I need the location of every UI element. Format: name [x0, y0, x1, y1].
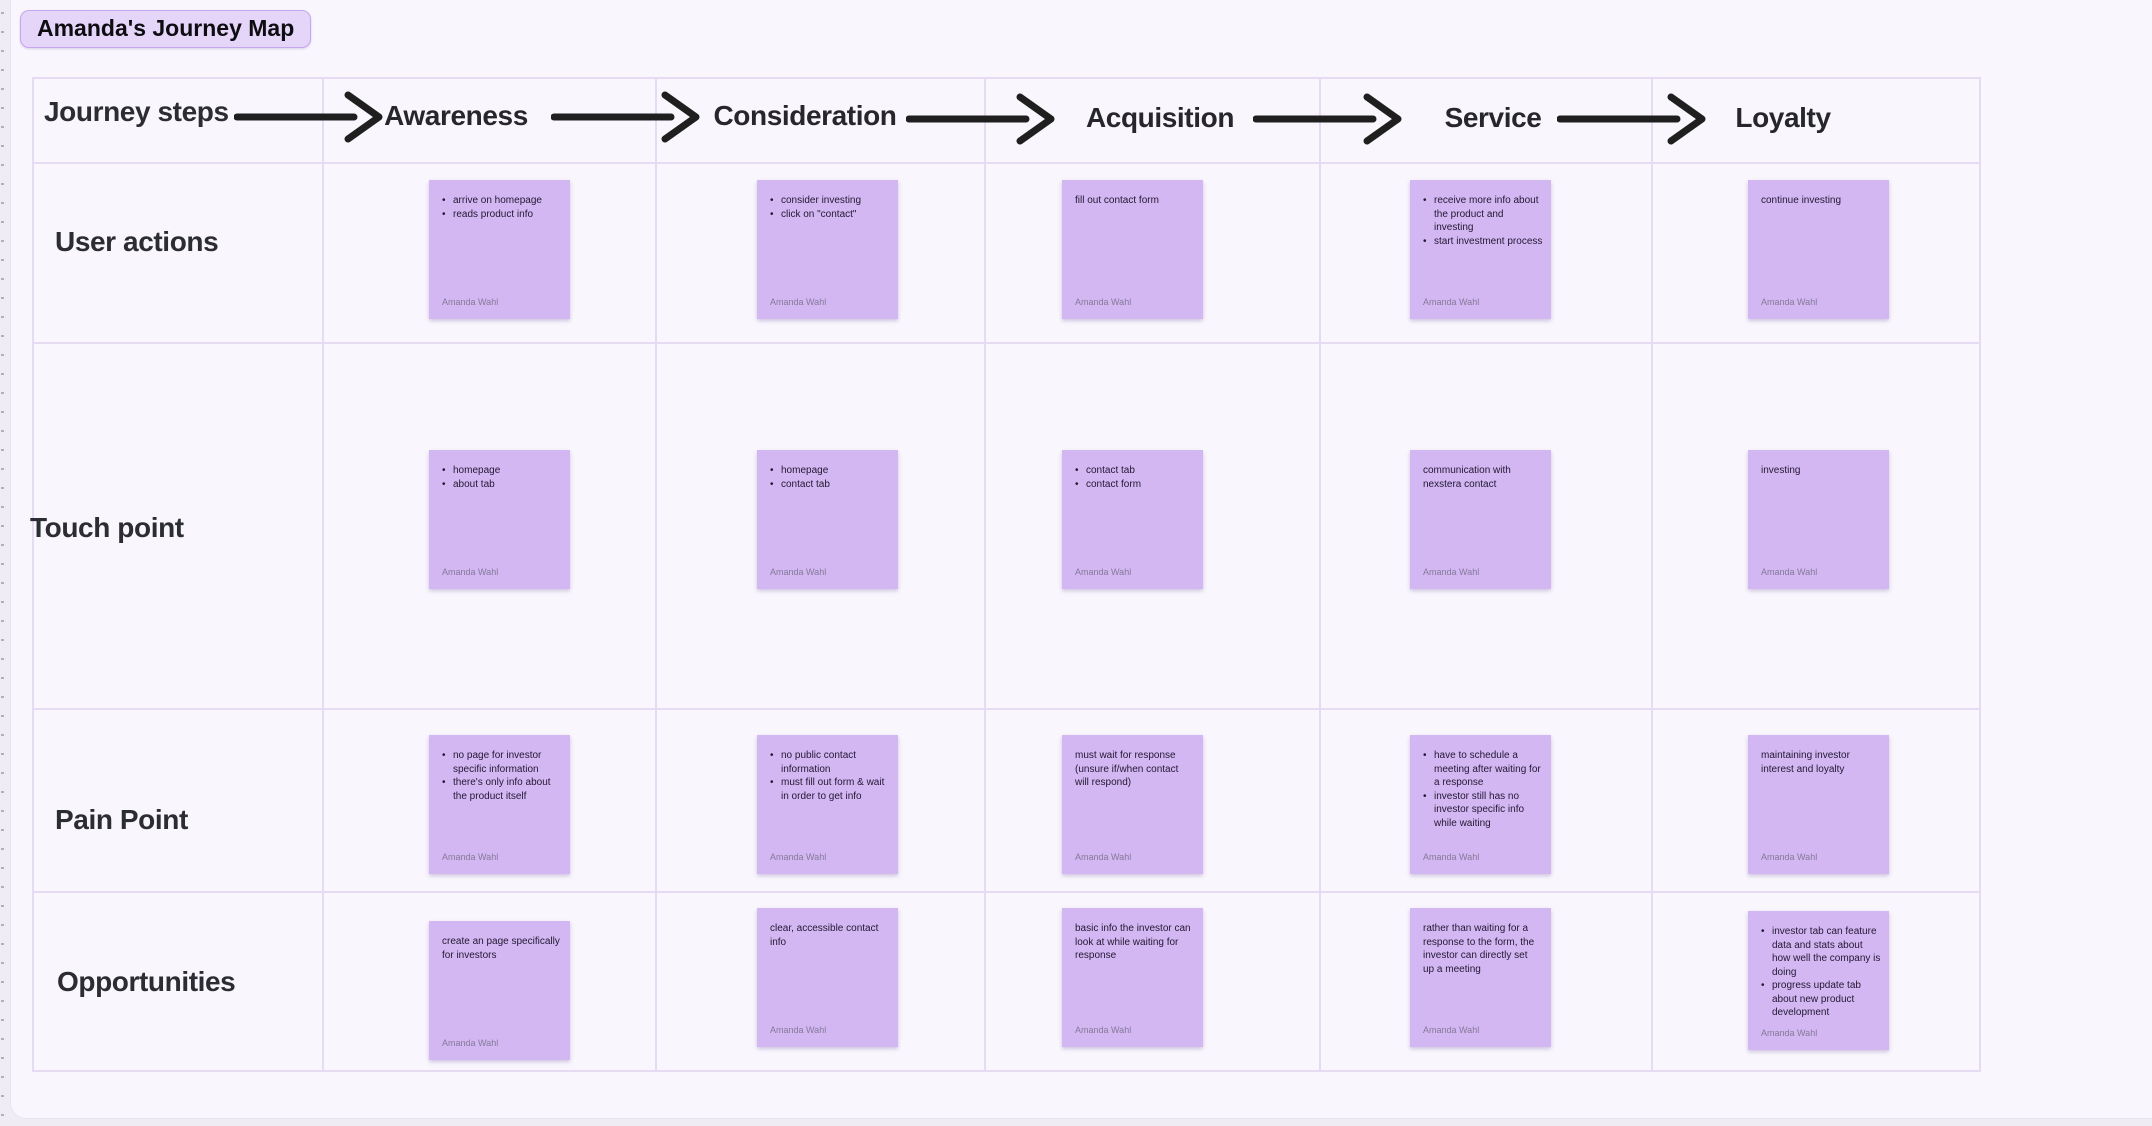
sticky-text: continue investing — [1761, 195, 1842, 206]
sticky-note[interactable]: must wait for response (unsure if/when c… — [1062, 735, 1203, 874]
flow-arrow-icon[interactable] — [551, 89, 701, 145]
sticky-note[interactable]: continue investing Amanda Wahl — [1748, 180, 1889, 319]
sticky-text: homepage contact tab — [757, 450, 898, 491]
journey-table — [32, 77, 1981, 1072]
sticky-text: no public contact information must fill … — [757, 735, 898, 803]
row-label-opportunities[interactable]: Opportunities — [57, 966, 236, 997]
sticky-note[interactable]: maintaining investor interest and loyalt… — [1748, 735, 1889, 874]
sticky-note[interactable]: investing Amanda Wahl — [1748, 450, 1889, 589]
sticky-author: Amanda Wahl — [1761, 297, 1818, 307]
sticky-note[interactable]: have to schedule a meeting after waiting… — [1410, 735, 1551, 874]
sticky-text: have to schedule a meeting after waiting… — [1410, 735, 1551, 830]
grid-line — [34, 342, 1979, 344]
grid-line — [984, 79, 986, 1070]
flow-arrow-icon[interactable] — [906, 91, 1056, 147]
sticky-note[interactable]: clear, accessible contact info Amanda Wa… — [757, 908, 898, 1047]
sticky-note[interactable]: create an page specifically for investor… — [429, 921, 570, 1060]
sticky-note[interactable]: no public contact information must fill … — [757, 735, 898, 874]
board-title[interactable]: Amanda's Journey Map — [20, 10, 312, 48]
grid-line — [655, 79, 657, 1070]
grid-line — [1651, 79, 1653, 1070]
sticky-note[interactable]: no page for investor specific informatio… — [429, 735, 570, 874]
sticky-note[interactable]: homepage about tab Amanda Wahl — [429, 450, 570, 589]
sticky-note[interactable]: consider investing click on "contact" Am… — [757, 180, 898, 319]
sticky-author: Amanda Wahl — [442, 567, 499, 577]
sticky-text: fill out contact form — [1075, 195, 1159, 206]
flow-arrow-icon[interactable] — [1253, 91, 1403, 147]
sticky-text: no page for investor specific informatio… — [429, 735, 570, 803]
sticky-text: maintaining investor interest and loyalt… — [1761, 750, 1850, 775]
sticky-author: Amanda Wahl — [1075, 1025, 1132, 1035]
canvas-edge-dots — [1, 12, 4, 1126]
sticky-author: Amanda Wahl — [1423, 297, 1480, 307]
sticky-note[interactable]: rather than waiting for a response to th… — [1410, 908, 1551, 1047]
sticky-text: basic info the investor can look at whil… — [1075, 923, 1191, 961]
sticky-author: Amanda Wahl — [1761, 567, 1818, 577]
grid-line — [34, 891, 1979, 893]
sticky-text: investing — [1761, 465, 1801, 476]
sticky-text: receive more info about the product and … — [1410, 180, 1551, 248]
grid-line — [322, 79, 324, 1070]
sticky-text: clear, accessible contact info — [770, 923, 879, 948]
sticky-author: Amanda Wahl — [770, 852, 827, 862]
sticky-text: rather than waiting for a response to th… — [1423, 923, 1535, 975]
sticky-note[interactable]: homepage contact tab Amanda Wahl — [757, 450, 898, 589]
sticky-author: Amanda Wahl — [770, 1025, 827, 1035]
sticky-author: Amanda Wahl — [770, 567, 827, 577]
step-loyalty[interactable]: Loyalty — [1735, 102, 1831, 133]
sticky-author: Amanda Wahl — [770, 297, 827, 307]
step-service[interactable]: Service — [1444, 102, 1542, 133]
sticky-note[interactable]: basic info the investor can look at whil… — [1062, 908, 1203, 1047]
grid-line — [34, 708, 1979, 710]
sticky-author: Amanda Wahl — [1423, 852, 1480, 862]
sticky-author: Amanda Wahl — [1075, 567, 1132, 577]
sticky-text: must wait for response (unsure if/when c… — [1075, 750, 1179, 788]
sticky-author: Amanda Wahl — [442, 297, 499, 307]
grid-line — [1319, 79, 1321, 1070]
sticky-author: Amanda Wahl — [1423, 1025, 1480, 1035]
flow-arrow-icon[interactable] — [1557, 91, 1707, 147]
sticky-author: Amanda Wahl — [442, 852, 499, 862]
sticky-author: Amanda Wahl — [1075, 852, 1132, 862]
sticky-text: communication with nexstera contact — [1423, 465, 1511, 490]
sticky-author: Amanda Wahl — [1075, 297, 1132, 307]
sticky-text: contact tab contact form — [1062, 450, 1203, 491]
flow-arrow-icon[interactable] — [234, 89, 384, 145]
sticky-text: homepage about tab — [429, 450, 570, 491]
step-consideration[interactable]: Consideration — [713, 100, 897, 131]
sticky-author: Amanda Wahl — [442, 1038, 499, 1048]
sticky-note[interactable]: receive more info about the product and … — [1410, 180, 1551, 319]
step-awareness[interactable]: Awareness — [384, 100, 528, 131]
sticky-text: arrive on homepage reads product info — [429, 180, 570, 221]
grid-line — [34, 162, 1979, 164]
step-acquisition[interactable]: Acquisition — [1085, 102, 1235, 133]
sticky-text: consider investing click on "contact" — [757, 180, 898, 221]
sticky-text: create an page specifically for investor… — [442, 936, 560, 961]
sticky-author: Amanda Wahl — [1761, 852, 1818, 862]
sticky-note[interactable]: investor tab can feature data and stats … — [1748, 911, 1889, 1050]
row-label-user-actions[interactable]: User actions — [55, 226, 219, 257]
sticky-note[interactable]: arrive on homepage reads product info Am… — [429, 180, 570, 319]
sticky-author: Amanda Wahl — [1423, 567, 1480, 577]
sticky-author: Amanda Wahl — [1761, 1028, 1818, 1038]
sticky-text: investor tab can feature data and stats … — [1748, 911, 1889, 1020]
sticky-note[interactable]: fill out contact form Amanda Wahl — [1062, 180, 1203, 319]
sticky-note[interactable]: communication with nexstera contact Aman… — [1410, 450, 1551, 589]
row-label-touch-point[interactable]: Touch point — [30, 512, 184, 543]
row-label-pain-point[interactable]: Pain Point — [55, 804, 188, 835]
sticky-note[interactable]: contact tab contact form Amanda Wahl — [1062, 450, 1203, 589]
corner-label[interactable]: Journey steps — [44, 96, 229, 127]
